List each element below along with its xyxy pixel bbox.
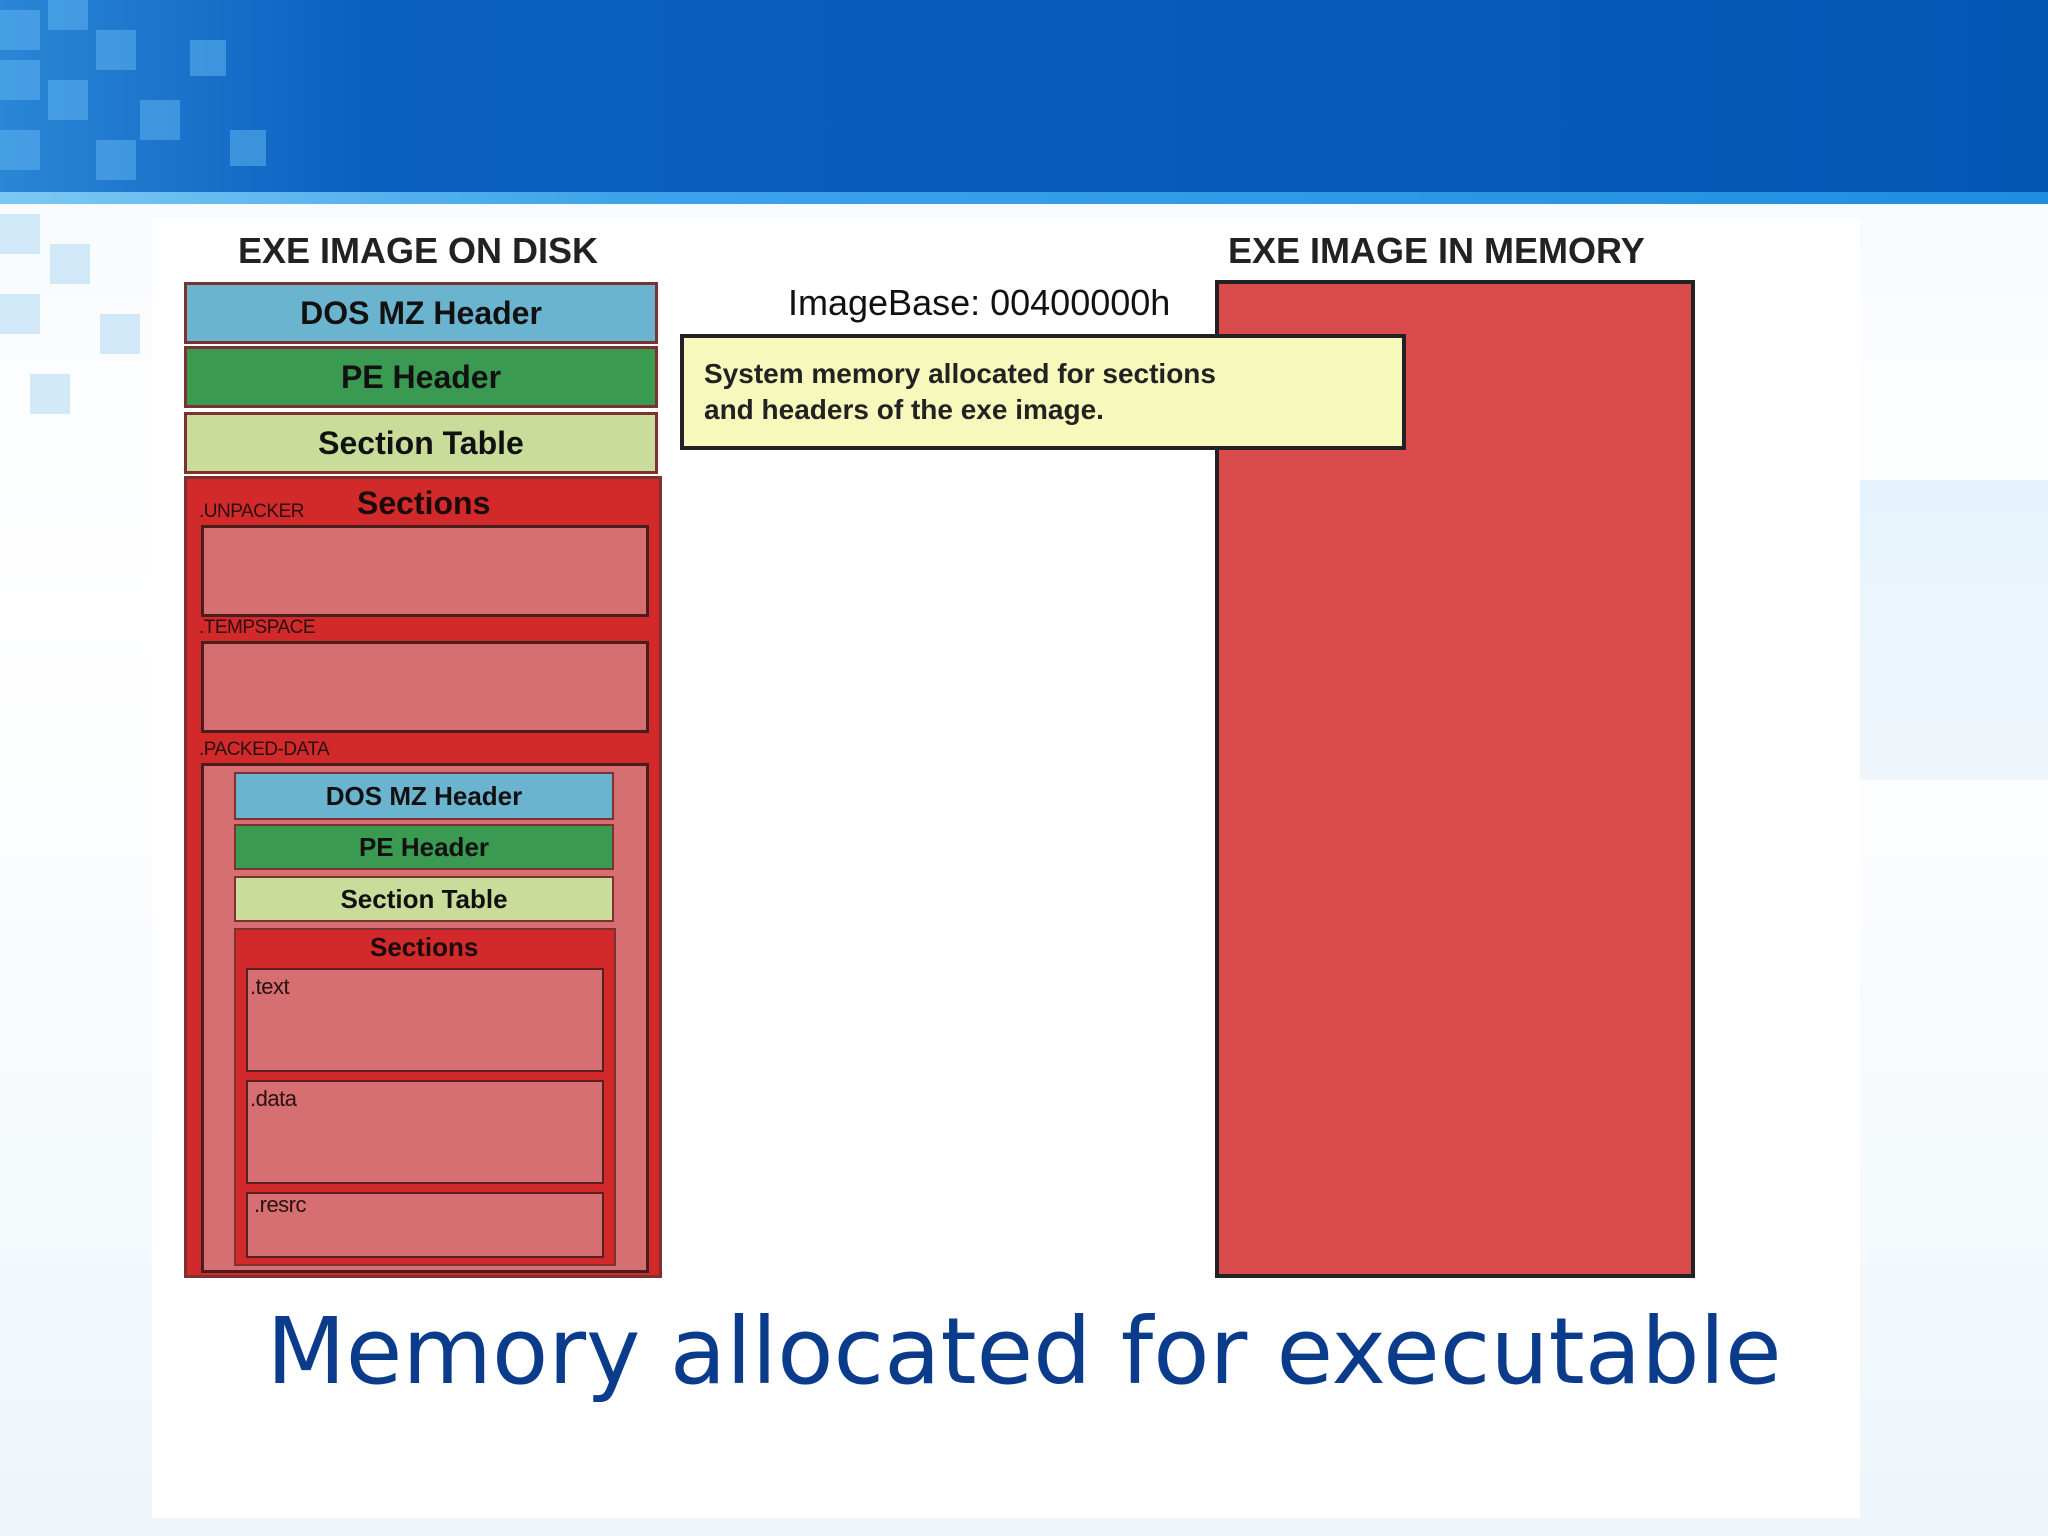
disk-title: EXE IMAGE ON DISK: [238, 230, 599, 271]
note-line-1: System memory allocated for sections: [704, 358, 1216, 389]
data-section-label: .data: [250, 1086, 297, 1111]
memory-title: EXE IMAGE IN MEMORY: [1228, 230, 1645, 271]
packed-dos-header: DOS MZ Header: [234, 772, 614, 820]
disk-section-table: Section Table: [184, 412, 658, 474]
packed-section-table-label: Section Table: [340, 883, 508, 914]
packed-dos-header-label: DOS MZ Header: [325, 780, 523, 811]
tempspace-section: [201, 641, 649, 733]
packed-pe-header: PE Header: [234, 824, 614, 870]
packed-resrc-section: .resrc: [246, 1192, 604, 1258]
text-section-label: .text: [250, 974, 290, 999]
unpacker-section: [201, 525, 649, 617]
packed-section-table: Section Table: [234, 876, 614, 922]
packed-data-section: DOS MZ Header PE Header Section Table Se…: [201, 763, 649, 1273]
packed-data-subsection: .data: [246, 1080, 604, 1184]
disk-section-table-label: Section Table: [318, 424, 524, 461]
packed-data-label: .PACKED-DATA: [199, 739, 330, 760]
packed-pe-header-label: PE Header: [358, 831, 490, 862]
tempspace-label: .TEMPSPACE: [199, 617, 316, 638]
note-line-2: and headers of the exe image.: [704, 394, 1104, 425]
packed-sections-label: Sections: [370, 932, 479, 962]
resrc-section-label: .resrc: [254, 1192, 307, 1217]
unpacker-label: .UNPACKER: [199, 501, 304, 522]
disk-dos-header: DOS MZ Header: [184, 282, 658, 344]
background-tile-pattern: [0, 204, 160, 504]
packed-text-section: .text: [246, 968, 604, 1072]
banner-stripe: [0, 192, 2048, 204]
top-banner: [0, 0, 2048, 192]
disk-dos-header-label: DOS MZ Header: [300, 294, 542, 331]
packed-sections: Sections .text .data .resrc: [234, 928, 616, 1266]
image-base-label: ImageBase: 00400000h: [788, 282, 1171, 323]
memory-allocation-note: System memory allocated for sections and…: [680, 334, 1406, 450]
disk-pe-header-label: PE Header: [340, 358, 502, 395]
banner-tile-pattern: [0, 0, 300, 192]
disk-sections: Sections .UNPACKER .TEMPSPACE .PACKED-DA…: [184, 476, 662, 1278]
disk-sections-label: Sections: [357, 485, 491, 521]
slide-caption: Memory allocated for executable: [266, 1298, 1782, 1405]
disk-pe-header: PE Header: [184, 346, 658, 408]
